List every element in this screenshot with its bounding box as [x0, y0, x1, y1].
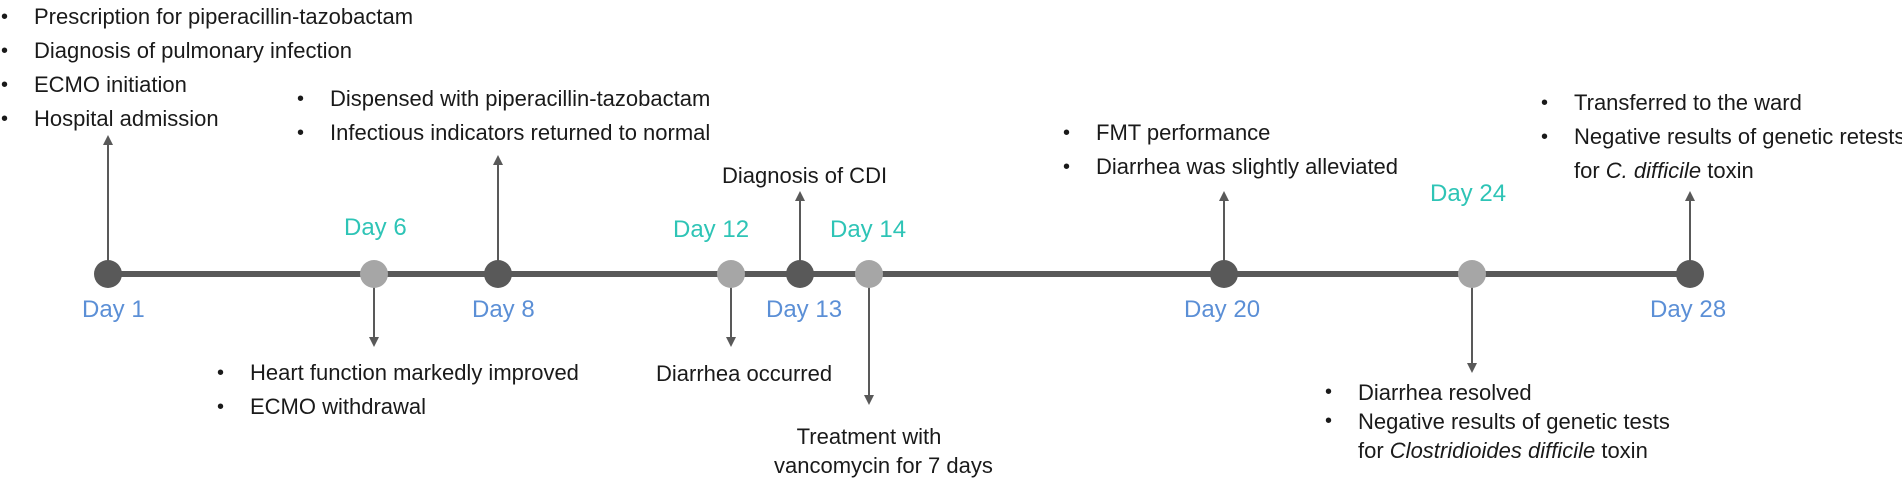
node-day14: [855, 260, 883, 288]
node-day1: [94, 260, 122, 288]
events-day8: •Dispensed with piperacillin-tazobactam …: [297, 82, 711, 150]
events-day20: •FMT performance •Diarrhea was slightly …: [1063, 116, 1399, 184]
day-label-14: Day 14: [830, 216, 907, 243]
event-item: •Infectious indicators returned to norma…: [297, 120, 711, 145]
event-item: •Prescription for piperacillin-tazobacta…: [1, 4, 414, 29]
event-day14: Treatment with vancomycin for 7 days: [774, 422, 993, 480]
events-day24: •Diarrhea resolved •Negative results of …: [1325, 378, 1670, 465]
node-day13: [786, 260, 814, 288]
day-label-24: Day 24: [1430, 180, 1507, 207]
day-label-28: Day 28: [1650, 296, 1727, 323]
event-item: •Hospital admission: [1, 106, 219, 131]
event-item: •Heart function markedly improved: [217, 360, 579, 385]
event-item: •Dispensed with piperacillin-tazobactam: [297, 86, 711, 111]
day-label-20: Day 20: [1184, 296, 1261, 323]
events-day6: •Heart function markedly improved •ECMO …: [217, 356, 579, 424]
event-item: •Diagnosis of pulmonary infection: [1, 38, 352, 63]
day-label-8: Day 8: [472, 296, 535, 323]
node-day28: [1676, 260, 1704, 288]
events-day1: •Prescription for piperacillin-tazobacta…: [1, 0, 414, 136]
node-day8: [484, 260, 512, 288]
node-day20: [1210, 260, 1238, 288]
event-day14-line2: vancomycin for 7 days: [774, 453, 993, 478]
node-day12: [717, 260, 745, 288]
event-item: •ECMO initiation: [1, 72, 187, 97]
event-item: •ECMO withdrawal: [217, 394, 427, 419]
event-day14-line1: Treatment with: [796, 424, 942, 449]
node-day6: [360, 260, 388, 288]
event-item: •Diarrhea resolved: [1325, 380, 1532, 405]
node-day24: [1458, 260, 1486, 288]
events-day28: •Transferred to the ward •Negative resul…: [1541, 86, 1902, 188]
day-label-12: Day 12: [673, 216, 750, 243]
day-label-13: Day 13: [766, 296, 843, 323]
day-label-6: Day 6: [344, 214, 407, 241]
event-item: •FMT performance: [1063, 120, 1271, 145]
event-item: •Transferred to the ward: [1541, 90, 1802, 115]
event-item: •Diarrhea was slightly alleviated: [1063, 154, 1399, 179]
day-label-1: Day 1: [82, 296, 145, 323]
event-day12: Diarrhea occurred: [656, 361, 833, 386]
event-day13: Diagnosis of CDI: [722, 163, 888, 188]
